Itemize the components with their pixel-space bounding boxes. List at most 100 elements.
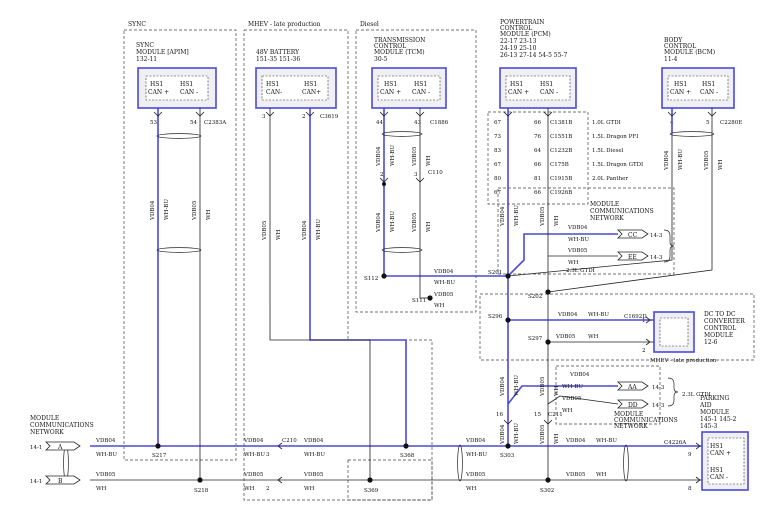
- connector-tag-ee: EE 14-3: [617, 251, 663, 261]
- wire-label: VDB04: [302, 220, 308, 241]
- splice-label-s297: S297: [528, 336, 543, 342]
- mcn-lower-label-3: NETWORK: [614, 423, 648, 430]
- wire-label: VDB04: [376, 146, 382, 167]
- connector-ref-a: 14-1: [30, 445, 42, 451]
- connector-tag-a: A 14-1: [30, 441, 81, 451]
- bcm-can-minus-wire: [547, 108, 713, 293]
- wire-label: WH-BU: [316, 219, 322, 240]
- pcm-table-cell: 66: [534, 120, 541, 126]
- pcm-title-1: POWERTRAIN: [500, 19, 544, 26]
- wire-label: VDB04: [465, 438, 486, 444]
- wire-label: VDB04: [569, 372, 590, 378]
- diesel-section-label: Diesel: [360, 21, 379, 28]
- pcm-table-cell: 64: [534, 148, 541, 154]
- tcm-pin-b: HS1: [414, 81, 427, 88]
- connector-ref-cc: 14-3: [650, 233, 663, 239]
- wire-label: VDB05: [192, 200, 198, 221]
- pcm-table-cell: C1915B: [550, 176, 572, 182]
- parking-code-b: 145-3: [700, 423, 717, 430]
- wire-label: VDB04: [243, 438, 264, 444]
- wire-label: WH: [466, 486, 477, 492]
- pin-3: 3: [262, 114, 266, 120]
- pcm-table-cell: 76: [534, 134, 541, 140]
- parking-title-2: AID: [699, 402, 712, 409]
- pin-54: 54: [190, 120, 197, 126]
- pin-9: 9: [688, 452, 692, 458]
- apim-pin-b: HS1: [180, 81, 193, 88]
- pcm-table-cell: 67: [494, 120, 501, 126]
- connector-tag-cc: CC 14-3: [617, 229, 663, 239]
- mhev-section-label: MHEV - late production: [248, 21, 321, 28]
- wire-label: VDB05: [243, 472, 264, 478]
- bcm-title-3: MODULE (BCM): [664, 49, 715, 56]
- parking-title-3: MODULE: [700, 409, 729, 416]
- wire-label: WH-BU: [390, 211, 396, 232]
- wire-label: VDB05: [555, 334, 576, 340]
- dcdc-title-4: MODULE: [704, 332, 733, 339]
- wire-label: WH-BU: [588, 312, 609, 318]
- wire-label: VDB05: [412, 146, 418, 167]
- connector-c4226a: C4226A: [664, 440, 687, 446]
- wire-label: VDB04: [95, 438, 116, 444]
- pcm-connector-table: 67 66 C1381B 1.0L GTDI 73 76 C1551B 1.5L…: [494, 120, 643, 196]
- wire-label: WH-BU: [678, 149, 684, 170]
- wire-label: WH-BU: [434, 280, 455, 286]
- connector-tag-b-label: B: [58, 478, 63, 485]
- connector-tag-a-label: A: [57, 444, 63, 451]
- splice-s112: [381, 273, 387, 279]
- battery-can-minus-route: [269, 300, 371, 480]
- battery-code: 151-35 151-36: [256, 56, 300, 63]
- wire-label: WH: [206, 209, 212, 220]
- connector-tag-dd: DD 14-3: [617, 399, 665, 409]
- splice-s302: [545, 477, 551, 483]
- wire-label: VDB05: [565, 472, 586, 478]
- connector-c210: C210: [282, 438, 297, 444]
- wire-label: WH-BU: [596, 438, 617, 444]
- splice-s296: [505, 317, 511, 323]
- mcn-lower-label-2: COMMUNICATIONS: [614, 417, 678, 424]
- connector-c2280e: C2280E: [720, 120, 742, 126]
- wire-label: VDB04: [664, 150, 670, 171]
- battery-title: 48V BATTERY: [256, 49, 300, 56]
- apim-title-2: MODULE [APIM]: [136, 49, 189, 56]
- wire-label: WH: [718, 159, 724, 170]
- tcm-pin-b2: CAN -: [412, 89, 430, 96]
- connector-tag-cc-label: CC: [628, 232, 638, 239]
- bcm-pin-b: HS1: [702, 81, 715, 88]
- tcm-can-plus-wire: [383, 108, 508, 277]
- wire-label: WH-BU: [514, 375, 520, 396]
- splice-label-s201: S201: [488, 270, 502, 276]
- brace-aa-dd: [667, 377, 679, 407]
- wire-label: WH: [554, 215, 560, 226]
- pcm-table-cell: 83: [494, 148, 501, 154]
- wire-label: VDB04: [500, 424, 506, 445]
- pcm-table-cell: 1.5L Diesel: [592, 148, 624, 154]
- pcm-table-cell: C175B: [550, 162, 569, 168]
- wire-label: WH-BU: [164, 199, 170, 220]
- splice-s217: [155, 443, 161, 449]
- wire-label: WH-BU: [562, 384, 583, 390]
- wire-label: WH: [554, 433, 560, 444]
- network-label-2: COMMUNICATIONS: [30, 422, 94, 429]
- apim-pin-a2: CAN +: [148, 89, 169, 96]
- mhev-section-box: [243, 29, 433, 501]
- wire-label: VDB04: [557, 312, 578, 318]
- wire-label: WH: [554, 385, 560, 396]
- pcm-table-cell: 1.0L GTDI: [592, 120, 621, 126]
- pcm-table-cell: 73: [494, 134, 501, 140]
- wire-label: WH-BU: [514, 205, 520, 226]
- wire-label: WH: [96, 486, 107, 492]
- splice-label-s217: S217: [152, 453, 167, 459]
- wire-label: VDB05: [540, 206, 546, 227]
- tcm-title-1: TRANSMISSION: [374, 37, 425, 44]
- connector-tag-ee-label: EE: [628, 254, 637, 261]
- pcm-pin-b2: CAN -: [540, 89, 558, 96]
- bcm-pin-b2: CAN -: [700, 89, 718, 96]
- bcm-can-plus-route: [507, 134, 673, 277]
- pcm-table-cell: 66: [534, 162, 541, 168]
- wire-label: VDB05: [540, 376, 546, 397]
- pcm-table-cell: C1381B: [550, 120, 572, 126]
- connector-ref-b: 14-1: [30, 479, 42, 485]
- battery-pin-a: HS1: [266, 81, 279, 88]
- wire-label: WH-BU: [244, 452, 265, 458]
